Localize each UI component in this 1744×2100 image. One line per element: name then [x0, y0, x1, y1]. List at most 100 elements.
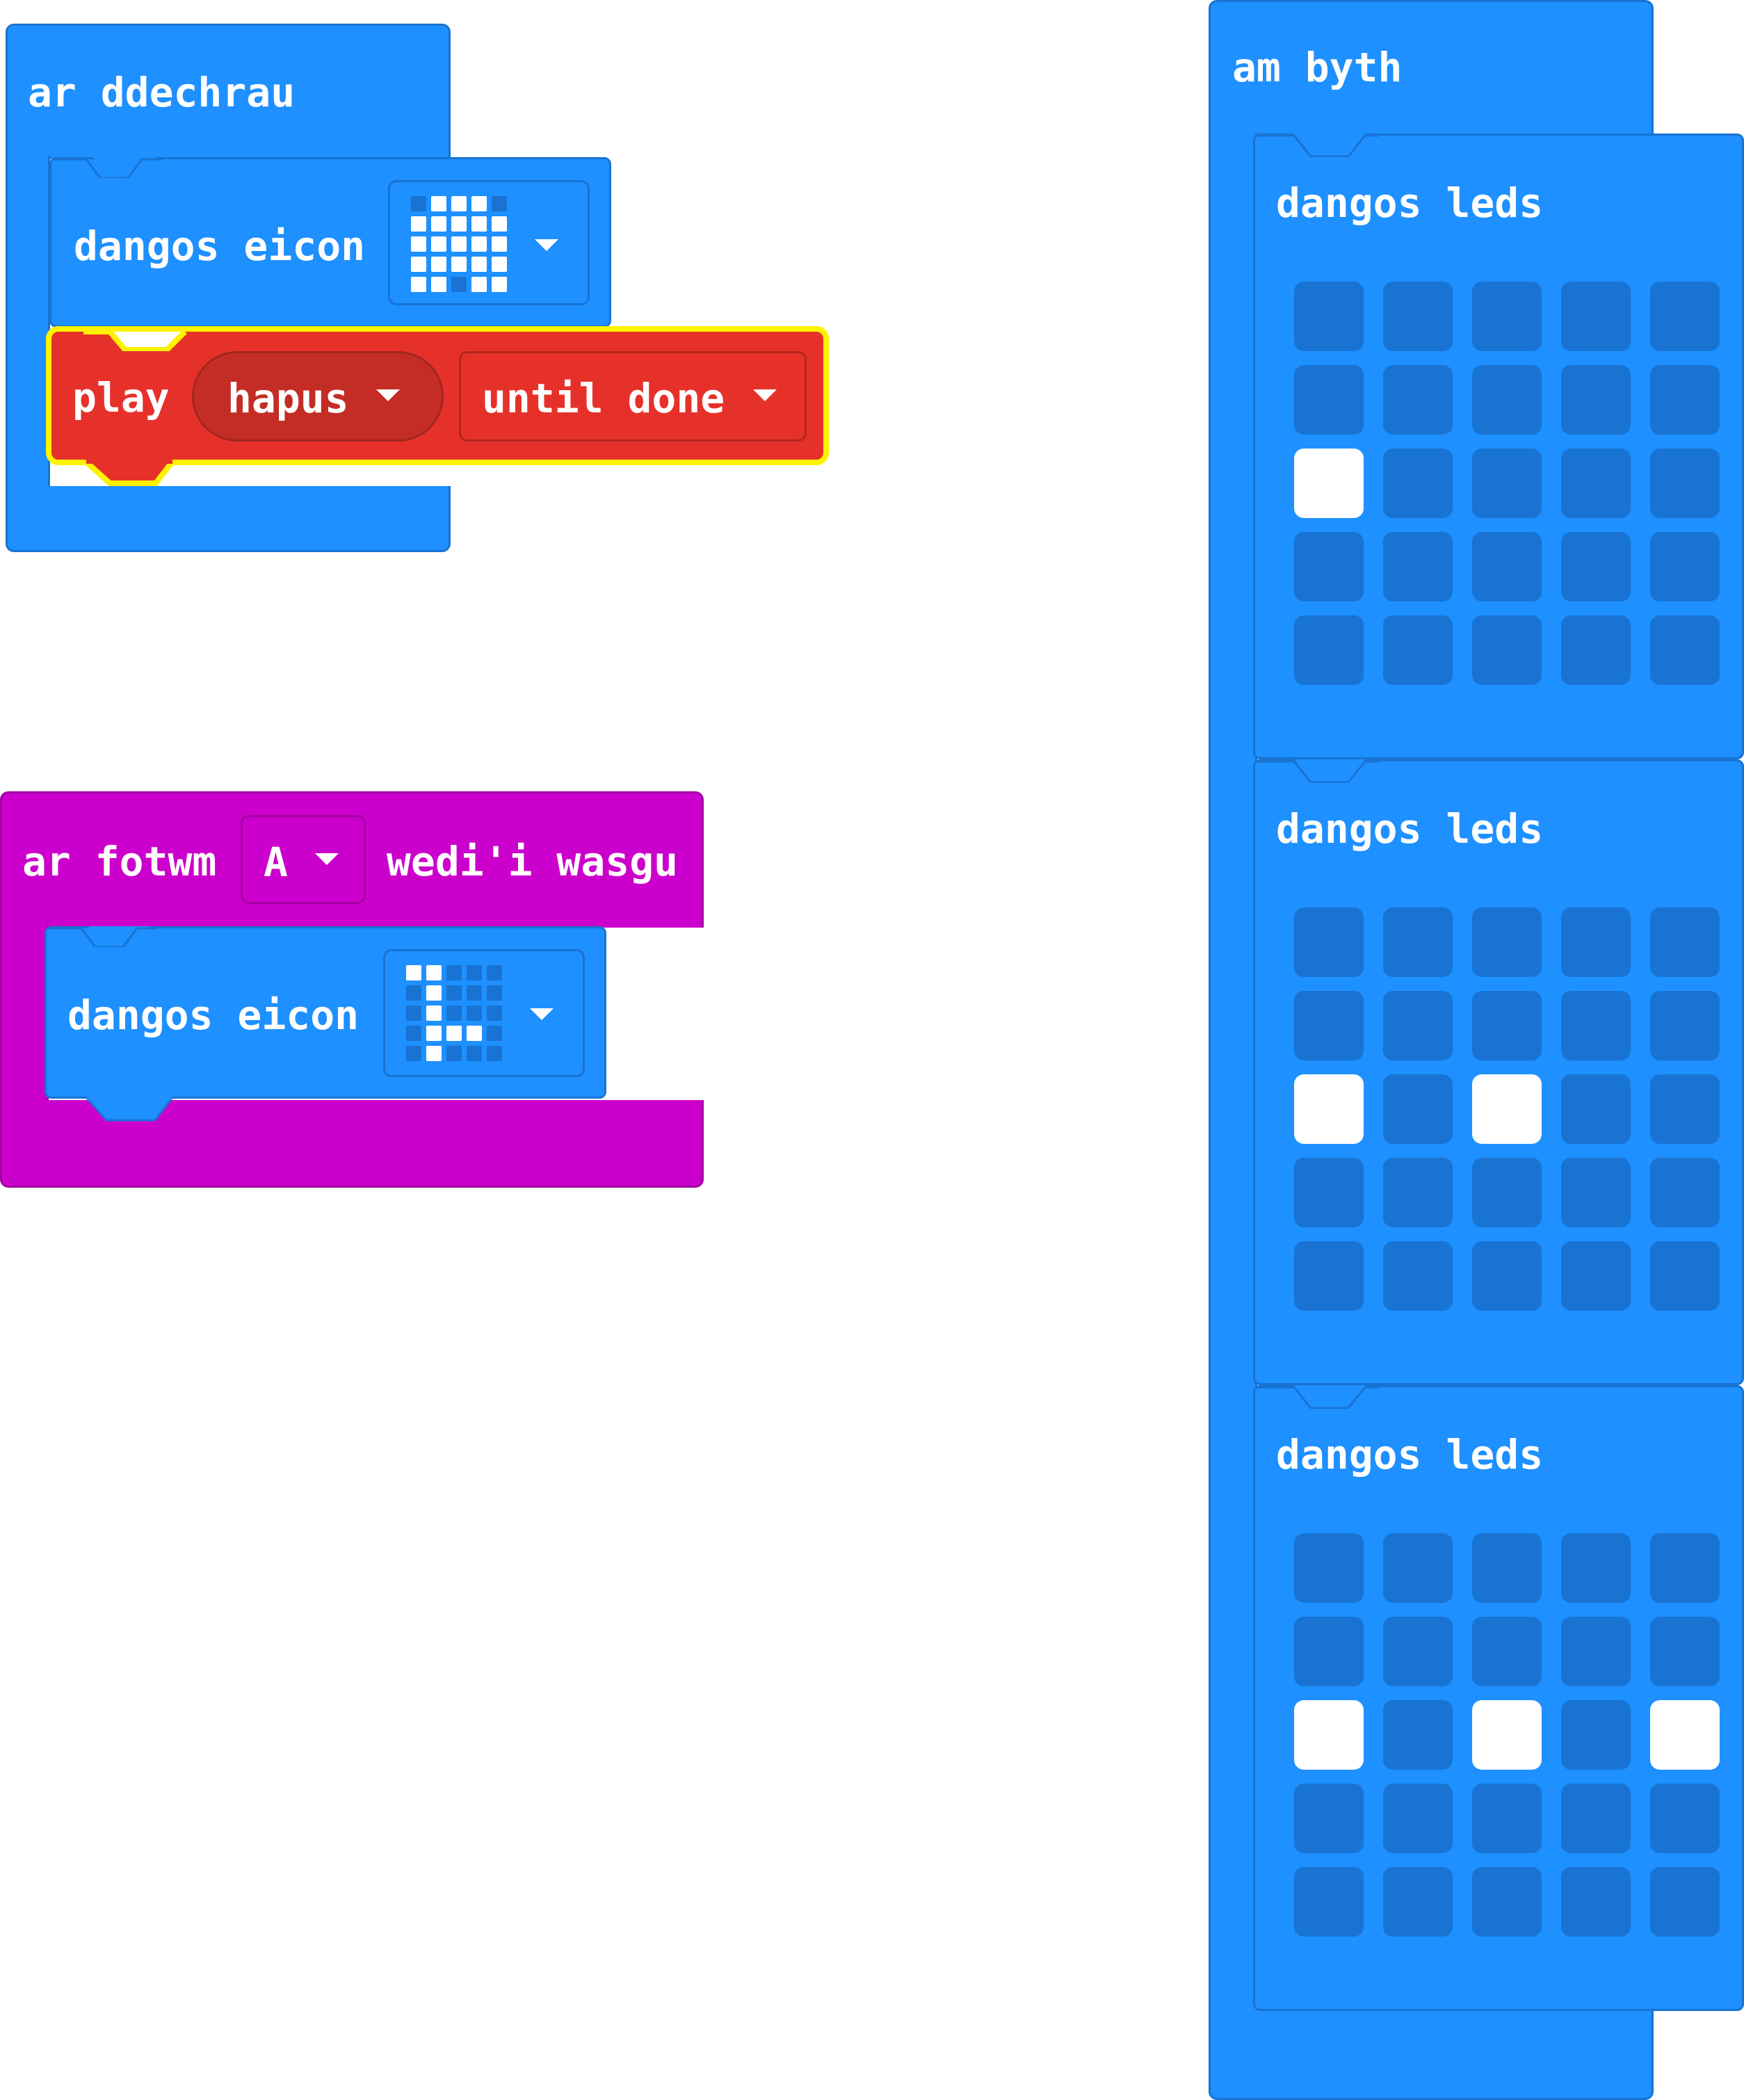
- show-icon-block[interactable]: dangos eicon: [49, 157, 611, 328]
- led-toggle[interactable]: [1561, 282, 1631, 351]
- led-toggle[interactable]: [1472, 1617, 1542, 1686]
- melody-dropdown[interactable]: hapus: [192, 351, 444, 442]
- led-toggle[interactable]: [1383, 907, 1453, 977]
- led-toggle[interactable]: [1294, 1158, 1364, 1227]
- led-toggle[interactable]: [1472, 1700, 1542, 1770]
- led-toggle[interactable]: [1650, 907, 1720, 977]
- led-toggle[interactable]: [1383, 1700, 1453, 1770]
- icon-pixel: [471, 257, 487, 272]
- led-toggle[interactable]: [1650, 1867, 1720, 1937]
- show-icon-block-2[interactable]: dangos eicon: [45, 926, 606, 1122]
- led-toggle[interactable]: [1650, 365, 1720, 435]
- icon-dropdown[interactable]: [388, 180, 590, 305]
- led-toggle[interactable]: [1561, 1533, 1631, 1603]
- led-toggle[interactable]: [1561, 1617, 1631, 1686]
- led-toggle[interactable]: [1383, 1617, 1453, 1686]
- icon-pixel: [431, 257, 446, 272]
- led-toggle[interactable]: [1561, 1241, 1631, 1311]
- led-toggle[interactable]: [1561, 449, 1631, 518]
- led-toggle[interactable]: [1561, 1784, 1631, 1853]
- led-toggle[interactable]: [1383, 449, 1453, 518]
- led-toggle[interactable]: [1561, 1074, 1631, 1144]
- led-toggle[interactable]: [1383, 282, 1453, 351]
- led-toggle[interactable]: [1294, 615, 1364, 685]
- led-toggle[interactable]: [1650, 1700, 1720, 1770]
- led-toggle[interactable]: [1294, 532, 1364, 601]
- led-toggle[interactable]: [1650, 1074, 1720, 1144]
- icon-pixel: [446, 1005, 462, 1021]
- led-toggle[interactable]: [1383, 1241, 1453, 1311]
- led-toggle[interactable]: [1294, 282, 1364, 351]
- led-toggle[interactable]: [1383, 1074, 1453, 1144]
- led-toggle[interactable]: [1383, 365, 1453, 435]
- led-toggle[interactable]: [1294, 907, 1364, 977]
- led-toggle[interactable]: [1294, 1700, 1364, 1770]
- led-toggle[interactable]: [1294, 449, 1364, 518]
- icon-pixel: [446, 985, 462, 1001]
- led-toggle[interactable]: [1383, 1158, 1453, 1227]
- led-toggle[interactable]: [1383, 1533, 1453, 1603]
- icon-pixel: [446, 1026, 462, 1041]
- led-toggle[interactable]: [1472, 365, 1542, 435]
- led-toggle[interactable]: [1383, 991, 1453, 1060]
- led-toggle[interactable]: [1650, 282, 1720, 351]
- play-mode-dropdown[interactable]: until done: [459, 351, 807, 442]
- led-toggle[interactable]: [1650, 1158, 1720, 1227]
- icon-pixel: [467, 1026, 482, 1041]
- led-toggle[interactable]: [1650, 1617, 1720, 1686]
- icon-dropdown-2[interactable]: [383, 949, 585, 1077]
- show-leds-block[interactable]: dangos leds: [1253, 759, 1744, 1385]
- button-dropdown[interactable]: A: [241, 815, 366, 904]
- led-toggle[interactable]: [1561, 1867, 1631, 1937]
- led-toggle[interactable]: [1472, 1533, 1542, 1603]
- led-toggle[interactable]: [1472, 1867, 1542, 1937]
- forever-block[interactable]: am byth: [1209, 0, 1654, 2100]
- led-toggle[interactable]: [1472, 449, 1542, 518]
- led-toggle[interactable]: [1294, 1784, 1364, 1853]
- on-start-block[interactable]: ar ddechrau: [6, 24, 451, 552]
- led-toggle[interactable]: [1472, 282, 1542, 351]
- led-toggle[interactable]: [1650, 449, 1720, 518]
- led-toggle[interactable]: [1561, 907, 1631, 977]
- led-toggle[interactable]: [1294, 991, 1364, 1060]
- led-toggle[interactable]: [1561, 991, 1631, 1060]
- led-toggle[interactable]: [1294, 1867, 1364, 1937]
- led-toggle[interactable]: [1650, 1533, 1720, 1603]
- led-toggle[interactable]: [1561, 615, 1631, 685]
- led-toggle[interactable]: [1561, 365, 1631, 435]
- led-toggle[interactable]: [1561, 1158, 1631, 1227]
- led-toggle[interactable]: [1383, 615, 1453, 685]
- led-toggle[interactable]: [1383, 532, 1453, 601]
- led-toggle[interactable]: [1650, 1241, 1720, 1311]
- on-start-footer: [6, 486, 451, 552]
- led-toggle[interactable]: [1383, 1784, 1453, 1853]
- icon-pixel: [492, 196, 507, 211]
- led-toggle[interactable]: [1650, 615, 1720, 685]
- play-melody-block[interactable]: play hapus until done: [46, 326, 829, 492]
- led-toggle[interactable]: [1650, 532, 1720, 601]
- show-leds-block[interactable]: dangos leds: [1253, 134, 1744, 759]
- show-leds-block[interactable]: dangos leds: [1253, 1385, 1744, 2011]
- led-toggle[interactable]: [1472, 1784, 1542, 1853]
- led-toggle[interactable]: [1472, 615, 1542, 685]
- led-toggle[interactable]: [1472, 1074, 1542, 1144]
- led-toggle[interactable]: [1650, 1784, 1720, 1853]
- led-toggle[interactable]: [1294, 1617, 1364, 1686]
- icon-pixel: [451, 277, 467, 292]
- led-toggle[interactable]: [1650, 991, 1720, 1060]
- led-matrix: [1294, 907, 1720, 1311]
- led-toggle[interactable]: [1294, 365, 1364, 435]
- led-toggle[interactable]: [1472, 1158, 1542, 1227]
- led-toggle[interactable]: [1294, 1241, 1364, 1311]
- led-toggle[interactable]: [1561, 532, 1631, 601]
- forever-title: am byth: [1232, 44, 1403, 91]
- led-toggle[interactable]: [1472, 991, 1542, 1060]
- led-toggle[interactable]: [1294, 1074, 1364, 1144]
- led-toggle[interactable]: [1472, 1241, 1542, 1311]
- led-toggle[interactable]: [1294, 1533, 1364, 1603]
- led-toggle[interactable]: [1383, 1867, 1453, 1937]
- led-toggle[interactable]: [1561, 1700, 1631, 1770]
- on-button-block[interactable]: ar fotwm A wedi'i wasgu: [0, 791, 704, 1188]
- led-toggle[interactable]: [1472, 532, 1542, 601]
- led-toggle[interactable]: [1472, 907, 1542, 977]
